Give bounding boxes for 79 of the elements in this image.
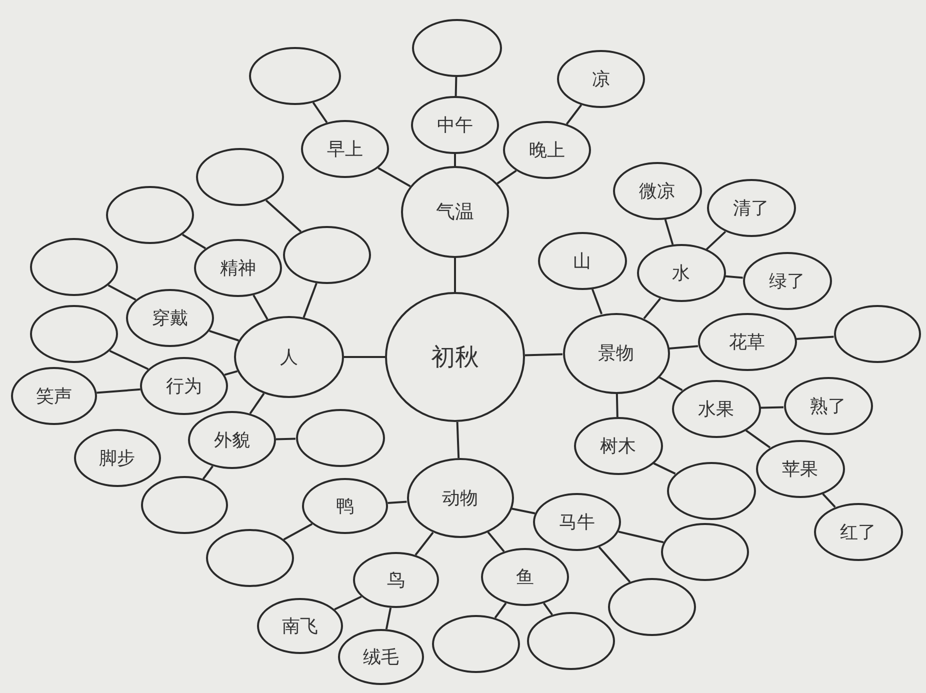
central-topic-bubble: 初秋 — [385, 292, 525, 422]
connector-line — [760, 406, 784, 409]
topic-bubble: 绒毛 — [338, 629, 424, 685]
connector-line — [487, 531, 505, 552]
connector-line — [822, 493, 836, 508]
connector-line — [669, 345, 698, 350]
topic-bubble: 气温 — [401, 166, 509, 258]
connector-line — [456, 422, 460, 458]
topic-bubble: 南飞 — [257, 598, 343, 654]
connector-line — [725, 275, 743, 279]
connector-line — [108, 284, 136, 301]
connector-line — [385, 608, 392, 630]
connector-line — [524, 353, 563, 356]
connector-line — [618, 530, 664, 544]
topic-bubble: 人 — [234, 316, 344, 398]
connector-line — [796, 336, 834, 340]
connector-line — [312, 102, 328, 124]
connector-line — [664, 219, 674, 245]
connector-line — [265, 200, 302, 232]
connector-line — [252, 294, 268, 320]
connector-line — [224, 370, 238, 376]
connector-line — [283, 523, 313, 540]
topic-bubble: 苹果 — [756, 440, 844, 498]
topic-bubble: 水果 — [672, 380, 760, 438]
connector-line — [658, 376, 683, 391]
connector-line — [543, 602, 553, 616]
connector-line — [378, 167, 411, 188]
topic-bubble: 微凉 — [612, 162, 702, 220]
connector-line — [276, 438, 296, 440]
topic-bubble: 绿了 — [742, 252, 832, 310]
topic-bubble: 景物 — [562, 312, 670, 394]
connector-line — [388, 500, 407, 504]
connector-line — [496, 170, 517, 184]
connector-line — [302, 282, 318, 318]
topic-bubble: 外貌 — [188, 411, 276, 469]
connector-line — [209, 330, 240, 342]
topic-bubble: 早上 — [301, 120, 389, 178]
connector-line — [653, 462, 676, 475]
connector-line — [454, 258, 456, 292]
topic-bubble: 穿戴 — [126, 289, 214, 347]
connector-line — [494, 602, 507, 618]
topic-bubble: 动物 — [406, 458, 514, 538]
topic-bubble: 清了 — [706, 179, 796, 237]
connector-line — [591, 288, 603, 314]
topic-bubble: 鸟 — [353, 552, 439, 608]
topic-bubble: 鸭 — [302, 478, 388, 534]
topic-bubble: 中午 — [411, 96, 499, 154]
empty-bubble — [608, 578, 696, 636]
connector-line — [643, 298, 661, 320]
connector-line — [598, 546, 631, 583]
topic-bubble: 行为 — [140, 357, 228, 415]
topic-bubble: 马牛 — [533, 493, 621, 551]
topic-bubble: 凉 — [557, 50, 645, 108]
connector-line — [249, 392, 265, 414]
connector-line — [706, 230, 726, 250]
connector-line — [616, 393, 618, 418]
topic-bubble: 精神 — [194, 239, 282, 297]
connector-line — [334, 596, 362, 610]
connector-line — [566, 104, 582, 125]
topic-bubble: 晚上 — [503, 121, 591, 179]
connector-line — [202, 466, 214, 480]
connector-line — [182, 234, 206, 250]
connector-line — [454, 76, 458, 96]
topic-bubble: 脚步 — [74, 429, 160, 487]
connector-line — [96, 388, 140, 394]
topic-bubble: 红了 — [814, 503, 902, 561]
connector-line — [511, 508, 536, 514]
topic-bubble: 鱼 — [481, 548, 569, 606]
connector-line — [109, 350, 149, 370]
connector-line — [414, 532, 434, 556]
topic-bubble: 树木 — [574, 417, 662, 475]
connector-line — [454, 154, 456, 166]
topic-bubble: 花草 — [698, 313, 796, 371]
topic-bubble: 熟了 — [784, 377, 872, 435]
connector-line — [745, 430, 771, 448]
topic-bubble: 山 — [538, 232, 626, 290]
topic-bubble: 笑声 — [11, 367, 97, 425]
topic-bubble: 水 — [636, 244, 726, 302]
connector-line — [344, 356, 385, 358]
